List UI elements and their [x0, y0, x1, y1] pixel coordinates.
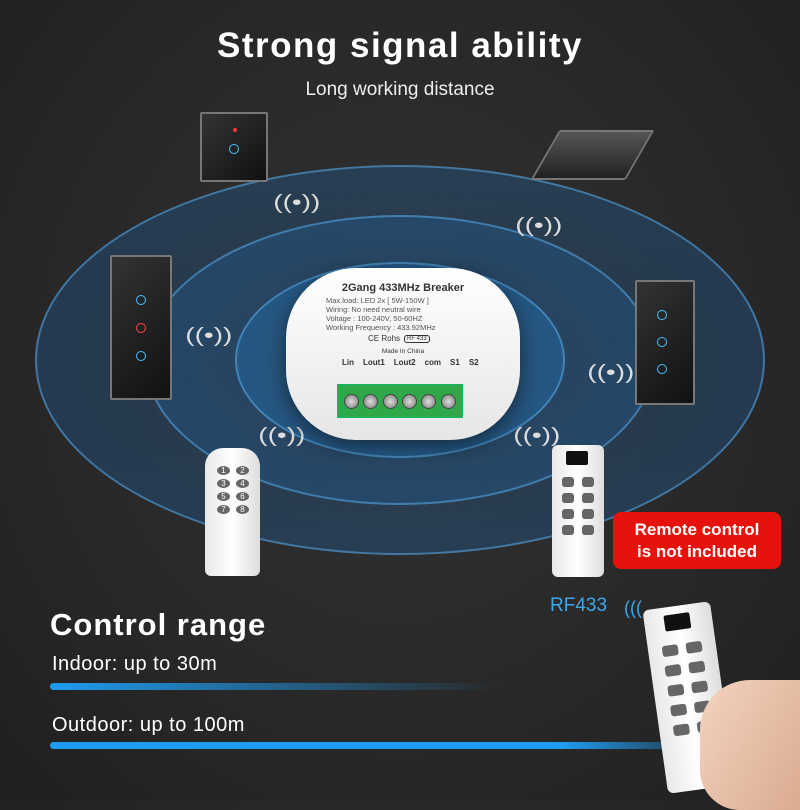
remote-key: 4: [236, 479, 249, 488]
origin-label: Made In China: [381, 348, 425, 355]
indoor-range-bar: [50, 683, 500, 690]
headline: Strong signal ability: [217, 26, 583, 65]
outdoor-range-bar: [50, 742, 690, 749]
terminal-label: S1: [450, 358, 460, 367]
remote-key: 8: [236, 505, 249, 514]
terminal-block: [337, 384, 463, 418]
terminal-label: S2: [468, 358, 479, 367]
remote-key: 6: [236, 492, 249, 501]
hand: [700, 680, 800, 810]
rf-signal-icon: (((: [624, 598, 642, 618]
outdoor-range: Outdoor: up to 100m: [52, 714, 245, 736]
signal-icon: ((•)): [515, 215, 563, 237]
signal-icon: ((•)): [273, 192, 321, 214]
not-included-badge: Remote control is not included: [613, 512, 781, 569]
subheadline: Long working distance: [305, 79, 495, 100]
remote-key: 5: [217, 492, 230, 501]
signal-icon: ((•)): [513, 425, 561, 447]
terminal-label: Lout1: [363, 358, 385, 367]
device-spec: Wiring: No need neutral wire: [326, 305, 421, 314]
wall-switch-3gang-left: [110, 255, 172, 400]
remote-key: 7: [217, 505, 230, 514]
control-range-title: Control range: [50, 607, 267, 642]
wall-switch-3gang-tilted: [530, 130, 655, 180]
indoor-range: Indoor: up to 30m: [52, 653, 218, 675]
remote-10key: [552, 445, 604, 577]
device-title: 2Gang 433MHz Breaker: [341, 282, 465, 294]
signal-icon: ((•)): [258, 425, 306, 447]
badge-line: is not included: [637, 542, 757, 561]
remote-key: 2: [236, 466, 249, 475]
rf-label: RF433: [550, 595, 608, 616]
badge-line: Remote control: [634, 520, 760, 539]
device-spec: Voltage : 100-240V, 50-60HZ: [326, 314, 423, 323]
terminal-label: com: [424, 358, 442, 367]
wall-switch-3gang-right: [635, 280, 695, 405]
signal-icon: ((•)): [185, 325, 233, 347]
rf-badge: RF 433: [404, 334, 430, 343]
wall-switch-1gang: [200, 112, 268, 182]
terminal-label: Lin: [342, 358, 354, 367]
device-spec: Working Frequency : 433.92MHz: [326, 323, 436, 332]
remote-key: 1: [217, 466, 230, 475]
remote-key: 3: [217, 479, 230, 488]
terminal-label: Lout2: [393, 358, 416, 367]
signal-icon: ((•)): [587, 362, 635, 384]
certification-marks: CE Rohs: [368, 334, 401, 343]
device-spec: Max.load: LED 2x [ 5W-150W ]: [326, 296, 429, 305]
